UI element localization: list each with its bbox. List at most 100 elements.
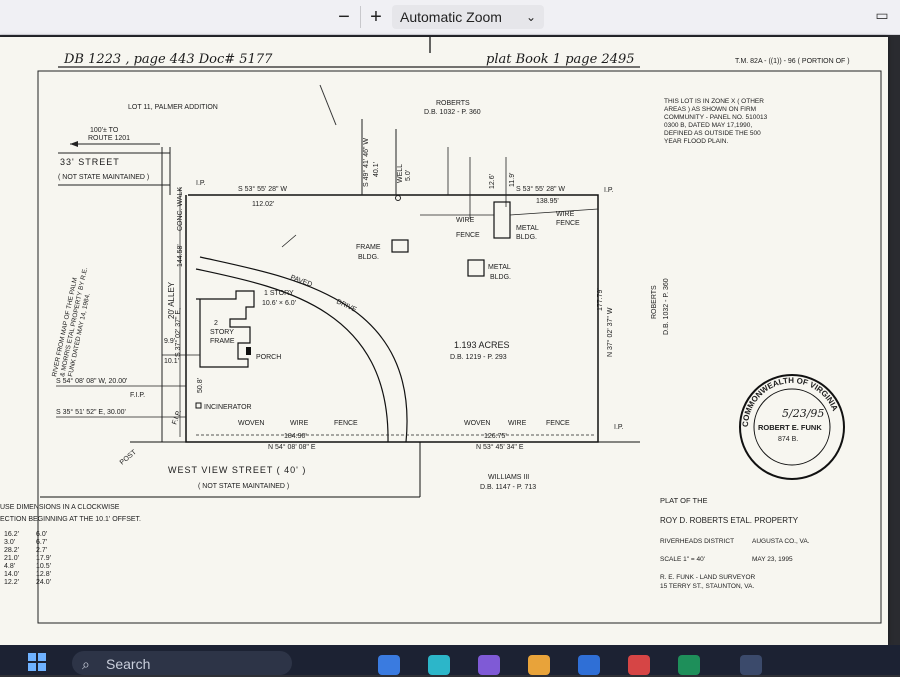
incinerator-label: INCINERATOR [204, 404, 252, 411]
plat-of-the: PLAT OF THE [660, 496, 708, 505]
well-label: WELL [397, 164, 404, 183]
app-icon-5[interactable] [578, 655, 600, 675]
bottom-dist-left: 184.90' [284, 433, 307, 440]
zoom-select[interactable]: Automatic Zoom ⌄ [392, 5, 544, 29]
handwritten-plat-book: plat Book 1 page 2495 [486, 52, 635, 67]
svg-text:17.9': 17.9' [36, 555, 51, 562]
svg-text:16.2': 16.2' [4, 531, 19, 538]
svg-text:YEAR FLOOD PLAIN.: YEAR FLOOD PLAIN. [664, 138, 728, 145]
app-icon-3[interactable] [478, 655, 500, 675]
metal-building-north [493, 201, 511, 239]
paved-drive-inner [195, 268, 389, 443]
svg-text:WOVEN: WOVEN [238, 420, 264, 427]
acres-db: D.B. 1219 - P. 293 [450, 354, 507, 361]
app-icon-8[interactable] [740, 655, 762, 675]
bearing-left: S 37° 02' 37" E, [174, 308, 182, 357]
ip-marker-ne: I.P. [604, 187, 614, 194]
zoom-in-button[interactable]: + [370, 6, 382, 28]
surveyor-label: R. E. FUNK - LAND SURVEYOR [660, 574, 756, 581]
handwritten-deed-ref: DB 1223 , page 443 Doc# 5177 [63, 52, 273, 67]
svg-text:FENCE: FENCE [334, 420, 358, 427]
roberts-east-label: ROBERTS [651, 285, 658, 319]
windows-start-icon[interactable] [28, 653, 46, 671]
seal-signature: 5/23/95 [782, 407, 824, 420]
porch-label: PORCH [256, 354, 281, 361]
woven-fence-west: WOVEN WIRE FENCE [238, 420, 358, 427]
zoom-level-label: Automatic Zoom [400, 9, 502, 25]
dim-12-6: 12.6' [489, 174, 496, 189]
source-map-note: RIVER FROM MAP OF THE PALM & MORRIS ETAL… [51, 267, 92, 378]
route-note-1: 100'± TO [90, 127, 119, 134]
svg-text:WIRE: WIRE [290, 420, 309, 427]
metal-building-mid [467, 259, 485, 277]
tools-menu-icon[interactable]: ▭ [875, 7, 889, 23]
bottom-bearing-left: N 54° 08' 08" E [268, 443, 316, 451]
drive-label: DRIVE [335, 298, 358, 314]
alley-label: 20' ALLEY [167, 281, 176, 319]
frame-bldg-1: FRAME [356, 244, 381, 251]
svg-text:AREAS ) AS SHOWN ON FIRM: AREAS ) AS SHOWN ON FIRM [664, 106, 756, 113]
roberts-east-db: D.B. 1032 - P. 360 [663, 278, 670, 335]
wire-fence-2b: FENCE [556, 220, 580, 227]
search-icon: ⌕ [82, 656, 90, 672]
seal-number: 874 B. [778, 436, 798, 443]
app-icon-1[interactable] [378, 655, 400, 675]
paved-label: PAVED [289, 274, 313, 288]
svg-text:6.0': 6.0' [36, 531, 47, 538]
windows-taskbar: ⌕ Search [0, 645, 900, 675]
svg-text:COMMUNITY - PANEL NO. 510013: COMMUNITY - PANEL NO. 510013 [664, 114, 768, 121]
ip-marker-nw: I.P. [196, 180, 206, 187]
app-icon-7[interactable] [678, 655, 700, 675]
not-state-maintained-1: ( NOT STATE MAINTAINED ) [58, 174, 149, 181]
district-label: RIVERHEADS DISTRICT [660, 538, 734, 545]
two-story-3: FRAME [210, 338, 235, 345]
seal-name: ROBERT E. FUNK [758, 423, 822, 432]
frame-bldg-2: BLDG. [358, 254, 379, 261]
dist-top-left: 112.02' [252, 201, 274, 208]
document-viewer[interactable]: DB 1223 , page 443 Doc# 5177 plat Book 1… [0, 35, 900, 645]
svg-text:10.5': 10.5' [36, 563, 51, 570]
svg-text:FENCE: FENCE [546, 420, 570, 427]
33-street-label: 33' STREET [60, 157, 120, 167]
bearing-top-left: S 53° 55' 28" W [238, 185, 287, 193]
metal-bldg-mid-1: METAL [488, 264, 511, 271]
svg-text:12.8': 12.8' [36, 571, 51, 578]
zoom-out-button[interactable]: − [338, 6, 350, 28]
fip-label-2: F.I.P. [171, 409, 183, 426]
dist-well: 40.1' [373, 162, 380, 177]
bearing-sw1: S 54° 08' 08" W, 20.00' [56, 377, 127, 385]
pdf-toolbar: − + Automatic Zoom ⌄ ▭ [0, 0, 900, 35]
pdf-page: DB 1223 , page 443 Doc# 5177 plat Book 1… [0, 37, 888, 645]
west-view-street-label: WEST VIEW STREET ( 40' ) [168, 465, 306, 475]
dim-50-8: 50.8' [197, 378, 204, 393]
surveyor-seal: COMMONWEALTH OF VIRGINIA ROBERT E. FUNK … [739, 374, 845, 480]
house-outline [196, 290, 255, 368]
two-story-2: STORY [210, 329, 234, 336]
svg-text:WIRE: WIRE [508, 420, 527, 427]
fip-label-1: F.I.P. [130, 392, 145, 399]
taskbar-search[interactable]: ⌕ Search [72, 651, 292, 675]
toolbar-separator [360, 6, 361, 28]
svg-text:4.8': 4.8' [4, 563, 15, 570]
search-placeholder: Search [106, 656, 151, 672]
bearing-sw2: S 35° 51' 52" E, 30.00' [56, 408, 126, 416]
app-icon-4[interactable] [528, 655, 550, 675]
bearing-right: N 37° 02' 37" W [606, 307, 614, 357]
frame-building [391, 239, 409, 253]
conc-walk-label: CONC. WALK [177, 187, 184, 231]
wire-fence-2a: WIRE [556, 211, 575, 218]
one-story-dim: 10.6' × 6.0' [262, 300, 296, 307]
bottom-dist-right: 126.75' [484, 433, 507, 440]
metal-bldg-mid-2: BLDG. [490, 274, 511, 281]
svg-text:28.2': 28.2' [4, 547, 19, 554]
svg-text:2.7': 2.7' [36, 547, 47, 554]
app-icon-2[interactable] [428, 655, 450, 675]
two-story-1: 2 [214, 320, 218, 327]
dist-top-right: 138.95' [536, 198, 559, 205]
svg-text:21.0': 21.0' [4, 555, 19, 562]
post-label: POST [119, 448, 139, 466]
route-note-2: ROUTE 1201 [88, 135, 130, 142]
one-story-label: 1 STORY [264, 290, 294, 297]
roberts-north-label: ROBERTS [436, 100, 470, 107]
app-icon-6[interactable] [628, 655, 650, 675]
